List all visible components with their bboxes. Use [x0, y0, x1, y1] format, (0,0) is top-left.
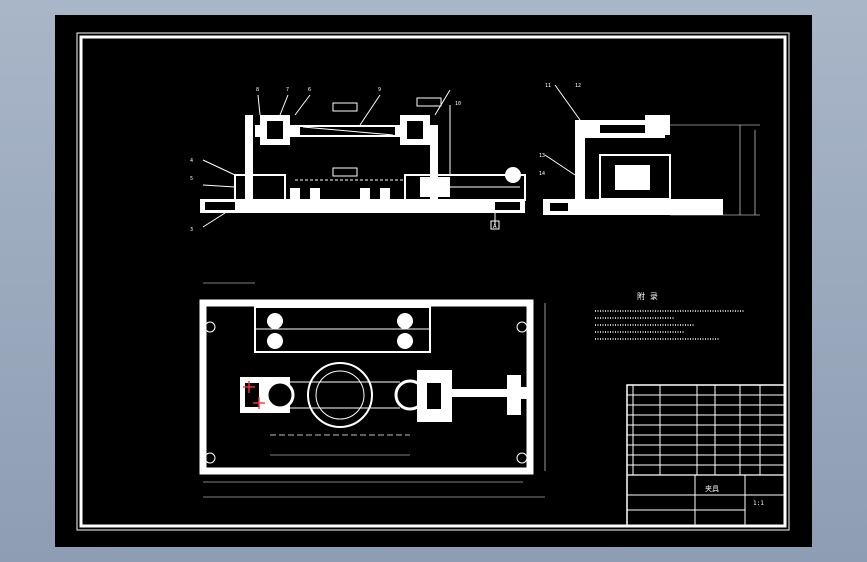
top-view	[199, 282, 546, 498]
cad-drawing: A	[76, 32, 790, 531]
front-view: A	[200, 89, 526, 230]
balloon-13: 13	[539, 153, 545, 159]
balloon-9: 9	[378, 87, 381, 93]
title-text: 夹具	[705, 484, 719, 493]
scale-text: 1:1	[753, 500, 764, 507]
section-label: A	[493, 223, 497, 230]
outer-border	[76, 32, 790, 531]
technical-notes: 附 录	[595, 291, 745, 340]
balloon-8: 8	[256, 87, 259, 93]
side-view	[543, 84, 760, 216]
cad-viewport[interactable]: A	[55, 15, 812, 547]
balloon-6: 6	[308, 87, 311, 93]
balloon-12: 12	[575, 83, 581, 89]
balloon-10: 10	[455, 101, 461, 107]
balloon-14: 14	[539, 171, 545, 177]
balloon-5: 5	[190, 176, 193, 182]
balloon-4: 4	[190, 158, 193, 164]
title-block: 夹具 1:1	[626, 384, 786, 527]
balloon-7: 7	[286, 87, 289, 93]
balloon-labels: 8 7 6 9 10 4 5 3 11 12 13 14	[190, 83, 581, 233]
inner-border	[79, 35, 787, 528]
balloon-11: 11	[545, 83, 551, 89]
balloon-3: 3	[190, 227, 193, 233]
notes-title: 附 录	[637, 291, 658, 301]
